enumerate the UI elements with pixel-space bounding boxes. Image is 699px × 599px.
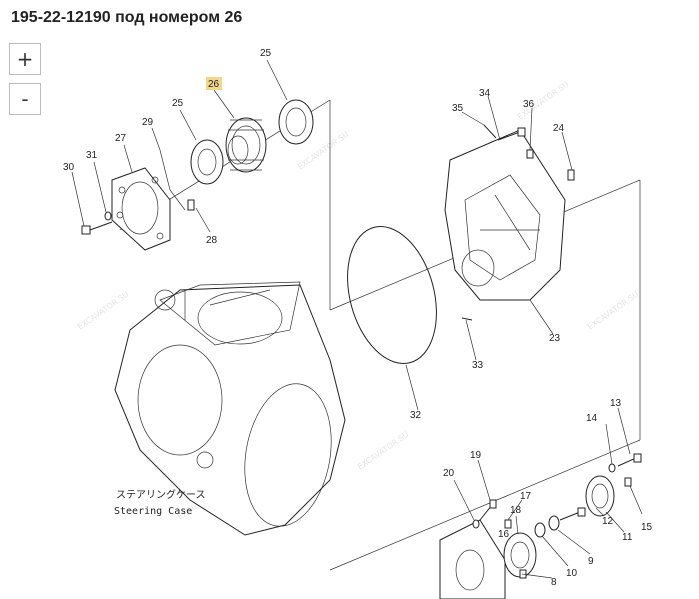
part-18-bearing bbox=[503, 532, 537, 578]
callout-30: 30 bbox=[63, 162, 75, 173]
part-19-bolt bbox=[479, 499, 497, 521]
part-9-washer bbox=[548, 515, 560, 531]
part-24-plug bbox=[567, 169, 575, 181]
watermark: EXCAVATOR.SU bbox=[586, 290, 641, 332]
callout-16: 16 bbox=[498, 529, 510, 540]
caption-japanese: ステアリングケース bbox=[116, 488, 206, 501]
watermark: EXCAVATOR.SU bbox=[356, 430, 411, 472]
callout-12: 12 bbox=[602, 516, 614, 527]
callout-9: 9 bbox=[588, 556, 594, 567]
callout-19: 19 bbox=[470, 450, 482, 461]
part-25-bearing-left bbox=[190, 139, 224, 185]
callout-18: 18 bbox=[510, 505, 522, 516]
callout-24: 24 bbox=[553, 123, 565, 134]
callout-25: 25 bbox=[172, 98, 184, 109]
part-35-bolt bbox=[483, 124, 497, 139]
part-20-washer bbox=[472, 519, 480, 529]
caption-english: Steering Case bbox=[114, 506, 192, 517]
callout-20: 20 bbox=[443, 468, 455, 479]
part-30-bolt bbox=[81, 221, 113, 235]
part-29-wire bbox=[159, 149, 186, 211]
callout-23: 23 bbox=[549, 333, 561, 344]
callout-32: 32 bbox=[410, 410, 422, 421]
callout-36: 36 bbox=[523, 99, 535, 110]
callout-31: 31 bbox=[86, 150, 98, 161]
callout-15: 15 bbox=[641, 522, 653, 533]
part-23-housing bbox=[444, 129, 566, 301]
callout-35: 35 bbox=[452, 103, 464, 114]
part-33-pin bbox=[461, 317, 473, 321]
part-27-cover bbox=[111, 167, 171, 251]
part-32-o-ring bbox=[347, 226, 437, 364]
callout-27: 27 bbox=[115, 133, 127, 144]
zoom-out-button[interactable]: - bbox=[9, 83, 41, 115]
part-25-bearing-right bbox=[278, 99, 314, 145]
part-10-washer bbox=[534, 522, 546, 538]
callout-10: 10 bbox=[566, 568, 578, 579]
part-13-bolt bbox=[617, 453, 642, 467]
highlight-26 bbox=[206, 77, 222, 90]
callout-34: 34 bbox=[479, 88, 491, 99]
callout-33: 33 bbox=[472, 360, 484, 371]
watermark: EXCAVATOR.SU bbox=[76, 290, 131, 332]
part-14-washer bbox=[608, 463, 616, 473]
callout-11: 11 bbox=[622, 532, 633, 543]
callout-14: 14 bbox=[586, 413, 598, 424]
part-31-washer bbox=[104, 211, 112, 221]
part-12-bolt bbox=[559, 507, 586, 521]
page-title: 195-22-12190 под номером 26 bbox=[11, 9, 243, 26]
part-11-cover bbox=[585, 475, 615, 517]
part-26-gear bbox=[225, 117, 267, 173]
callout-8: 8 bbox=[551, 577, 557, 588]
callout-28: 28 bbox=[206, 235, 218, 246]
callout-13: 13 bbox=[610, 398, 622, 409]
zoom-in-button[interactable]: + bbox=[9, 43, 41, 75]
part-17-plug bbox=[504, 519, 512, 529]
callout-26: 26 bbox=[208, 79, 220, 90]
callout-17: 17 bbox=[520, 491, 532, 502]
steering-case bbox=[114, 281, 346, 536]
part-34-bolt bbox=[497, 127, 526, 141]
part-28-bolt bbox=[187, 199, 195, 211]
part-15-plug bbox=[624, 477, 632, 487]
callout-25: 25 bbox=[260, 48, 272, 59]
part-16-cover bbox=[439, 519, 506, 599]
leader-lines bbox=[71, 59, 643, 579]
part-36-plug bbox=[526, 149, 534, 159]
callout-29: 29 bbox=[142, 117, 154, 128]
callouts: 26 25 25 27 29 30 31 28 35 34 36 24 23 3… bbox=[63, 48, 653, 588]
